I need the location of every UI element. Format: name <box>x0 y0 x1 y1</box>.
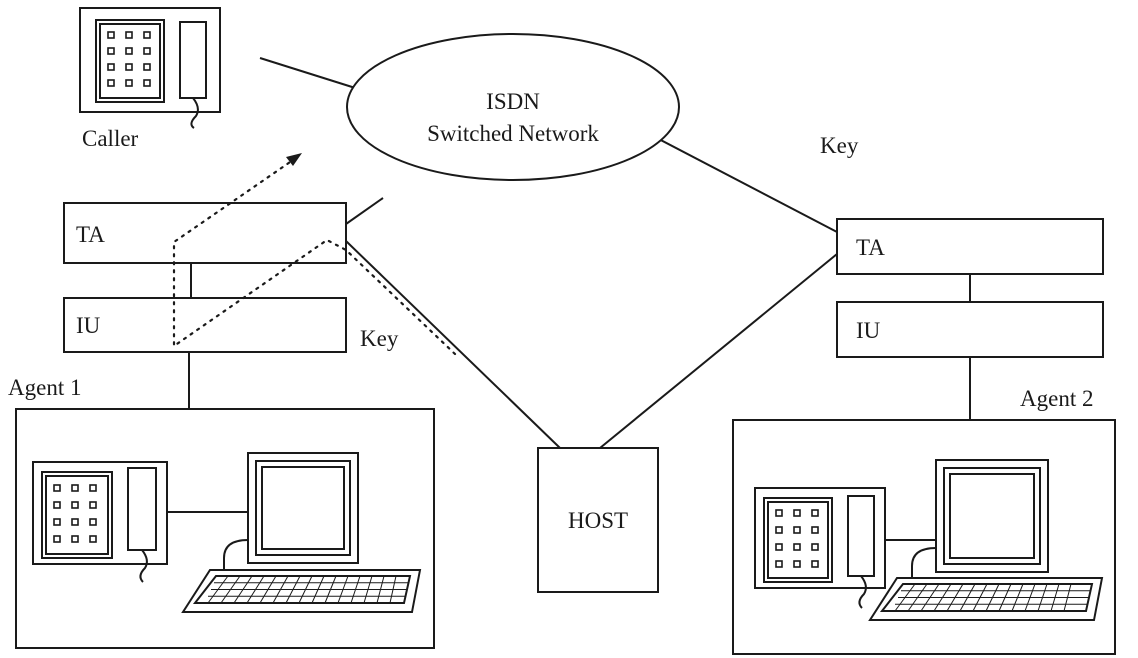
network-label-line1: ISDN <box>486 89 540 114</box>
agent1-keyboard-cable <box>223 539 249 570</box>
agent1-ta-box: TA <box>63 202 347 264</box>
agent2-label: Agent 2 <box>1020 386 1093 411</box>
agent1-ta-rect <box>63 202 347 264</box>
agent1-monitor-screen <box>261 466 345 550</box>
host-box: HOST <box>537 447 659 593</box>
agent2-handset <box>847 495 875 577</box>
agent1-iu-label: IU <box>76 313 101 338</box>
agent2-ta-host-link <box>599 253 838 449</box>
agent2-workstation <box>732 419 1116 655</box>
agent1-keyboard-grid <box>207 575 409 604</box>
caller-handset <box>179 21 207 99</box>
network-label-line2: Switched Network <box>427 121 599 146</box>
agent2-handset-cord <box>858 575 867 609</box>
agent1-handset-cord <box>139 549 148 583</box>
caller-network-link <box>259 57 369 93</box>
agent1-workstation <box>15 408 435 649</box>
host-rect <box>537 447 659 593</box>
agent1-label: Agent 1 <box>8 375 81 400</box>
agent2-iu-box: IU <box>836 301 1104 358</box>
agent2-keyboard-cable <box>911 547 937 578</box>
connection-lines <box>188 57 971 449</box>
network-ellipse <box>346 33 680 181</box>
host-label: HOST <box>568 508 628 533</box>
isdn-switched-network: ISDN Switched Network <box>346 33 680 181</box>
agent2-keyboard-grid <box>894 583 1091 612</box>
agent2-ta-label: TA <box>856 235 885 260</box>
caller-keypad-keys <box>107 31 151 87</box>
caller-phone: Caller <box>79 7 221 151</box>
network-agent2-ta-link <box>631 124 838 233</box>
agent2-monitor-screen <box>949 473 1035 559</box>
agent1-ta-host-link <box>345 240 561 449</box>
agent2-iu-label: IU <box>856 318 881 343</box>
agent1-ta-label: TA <box>76 222 105 247</box>
agent2-iu-rect <box>836 301 1104 358</box>
agent1-ta-network-link <box>345 197 384 225</box>
key-label-right: Key <box>820 133 859 158</box>
agent2-ta-rect <box>836 218 1104 275</box>
key-flow-dotted-line <box>172 158 457 356</box>
agent2-ta-box: TA <box>836 218 1104 275</box>
agent1-handset <box>127 467 157 551</box>
agent1-keypad-keys <box>53 484 97 543</box>
key-flow-arrowhead <box>286 153 302 166</box>
key-label-left: Key <box>360 326 399 351</box>
caller-handset-cord <box>190 97 199 129</box>
caller-label: Caller <box>82 126 139 151</box>
key-flow-path <box>172 153 457 356</box>
agent2-keypad-keys <box>775 509 819 568</box>
